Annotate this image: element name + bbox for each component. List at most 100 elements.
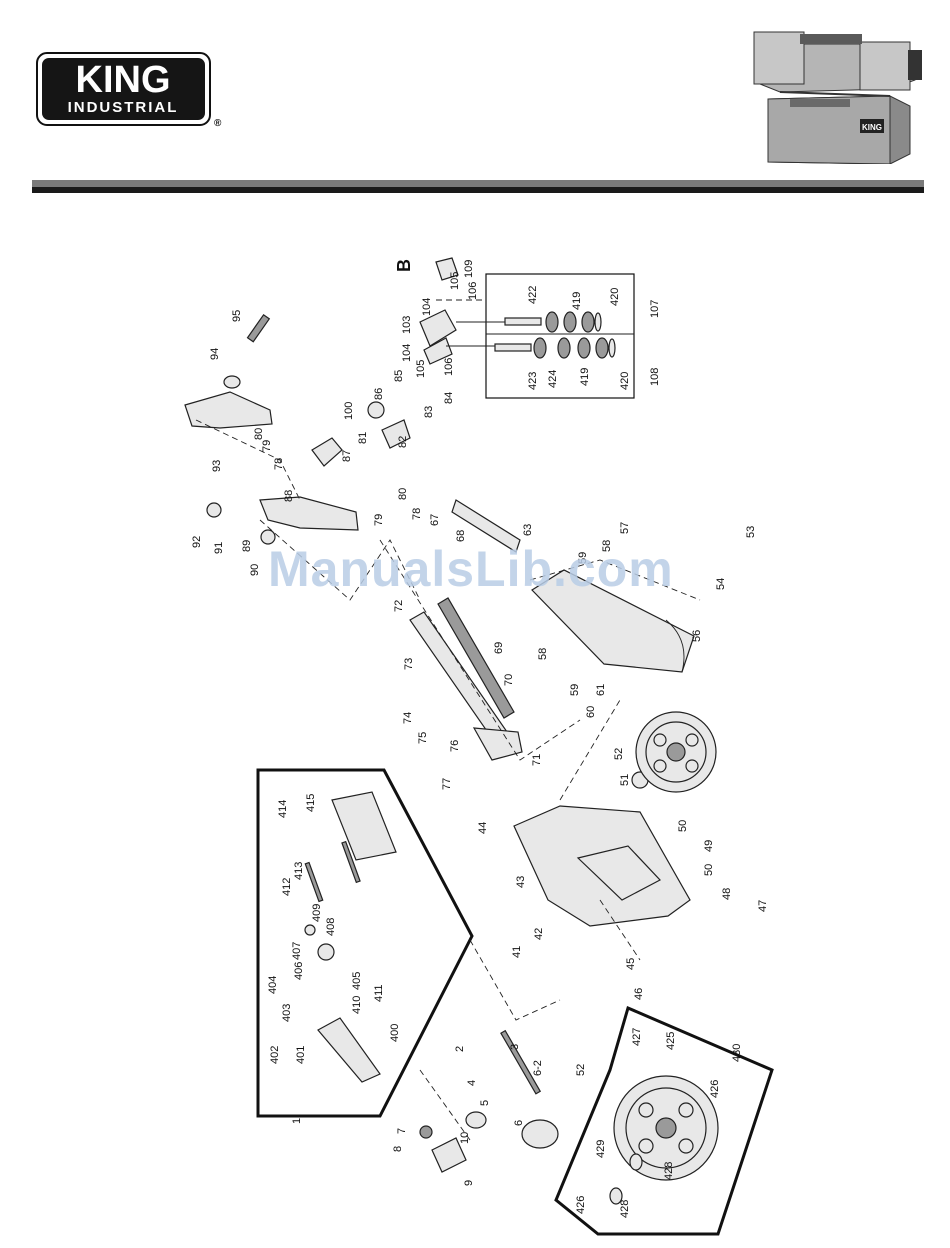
handwheel-assembly bbox=[419, 1029, 559, 1173]
label-83: 83 bbox=[423, 406, 435, 418]
label-106-a: 106 bbox=[467, 282, 479, 300]
label-88: 88 bbox=[283, 490, 295, 502]
label-403: 403 bbox=[281, 1004, 293, 1022]
registered-mark: ® bbox=[214, 118, 222, 129]
label-60: 60 bbox=[585, 706, 597, 718]
label-76: 76 bbox=[449, 740, 461, 752]
label-51: 51 bbox=[619, 774, 631, 786]
label-104-a: 104 bbox=[421, 298, 433, 316]
label-430: 430 bbox=[731, 1044, 743, 1062]
label-400: 400 bbox=[389, 1024, 401, 1042]
label-72: 72 bbox=[393, 600, 405, 612]
label-10: 10 bbox=[459, 1132, 471, 1144]
label-84: 84 bbox=[443, 392, 455, 404]
label-91: 91 bbox=[213, 542, 225, 554]
label-85: 85 bbox=[393, 370, 405, 382]
label-47: 47 bbox=[757, 900, 769, 912]
blade-guide-bar bbox=[409, 597, 523, 761]
label-425: 425 bbox=[665, 1032, 677, 1050]
label-402: 402 bbox=[269, 1046, 281, 1064]
drive-wheel-upper bbox=[635, 711, 717, 793]
vise-assembly bbox=[304, 791, 397, 1083]
label-95: 95 bbox=[231, 310, 243, 322]
label-46: 46 bbox=[633, 988, 645, 1000]
label-413: 413 bbox=[293, 862, 305, 880]
label-411: 411 bbox=[373, 984, 385, 1002]
label-52-b: 52 bbox=[575, 1064, 587, 1076]
label-106-b: 106 bbox=[443, 358, 455, 376]
exploded-parts-diagram: B bbox=[184, 257, 774, 1236]
label-54: 54 bbox=[715, 578, 727, 590]
label-428-a: 428 bbox=[663, 1162, 675, 1180]
label-8: 8 bbox=[392, 1146, 404, 1152]
label-75: 75 bbox=[417, 732, 429, 744]
label-404: 404 bbox=[267, 976, 279, 994]
label-406: 406 bbox=[293, 962, 305, 980]
assembly-leader-lines bbox=[195, 299, 701, 1141]
label-58-b: 58 bbox=[537, 648, 549, 660]
label-4: 4 bbox=[466, 1080, 478, 1086]
label-2: 2 bbox=[454, 1046, 466, 1052]
label-50-a: 50 bbox=[677, 820, 689, 832]
label-48: 48 bbox=[721, 888, 733, 900]
label-108: 108 bbox=[649, 368, 661, 386]
label-69: 69 bbox=[493, 642, 505, 654]
vise-detail-frame bbox=[256, 768, 474, 1118]
label-50-b: 50 bbox=[703, 864, 715, 876]
label-428-b: 428 bbox=[619, 1200, 631, 1218]
label-109: 109 bbox=[463, 260, 475, 278]
label-63: 63 bbox=[522, 524, 534, 536]
label-5: 5 bbox=[479, 1100, 491, 1106]
label-426-a: 426 bbox=[709, 1080, 721, 1098]
label-59-a: 59 bbox=[577, 552, 589, 564]
label-419-b: 419 bbox=[579, 368, 591, 386]
label-410: 410 bbox=[351, 996, 363, 1014]
label-100: 100 bbox=[343, 402, 355, 420]
label-74: 74 bbox=[402, 712, 414, 724]
label-56: 56 bbox=[691, 630, 703, 642]
label-58-a: 58 bbox=[601, 540, 613, 552]
bearing-box-outline bbox=[485, 273, 635, 399]
label-45: 45 bbox=[625, 958, 637, 970]
machine-badge-text: KING bbox=[862, 123, 882, 132]
label-105-a: 105 bbox=[449, 272, 461, 290]
bandsaw-product-photo: KING bbox=[740, 14, 922, 164]
logo-word-king: KING bbox=[76, 59, 171, 101]
label-89: 89 bbox=[241, 540, 253, 552]
label-79-b: 79 bbox=[373, 514, 385, 526]
saw-base-casting bbox=[513, 771, 691, 927]
drive-wheel-lower bbox=[609, 1075, 719, 1205]
label-419-a: 419 bbox=[571, 292, 583, 310]
label-94: 94 bbox=[209, 348, 221, 360]
header-rule bbox=[32, 180, 924, 194]
label-80-a: 80 bbox=[253, 428, 265, 440]
label-6: 6 bbox=[513, 1120, 525, 1126]
bearing-shaft-assembly bbox=[419, 257, 616, 365]
label-78-a: 78 bbox=[273, 458, 285, 470]
label-82: 82 bbox=[397, 436, 409, 448]
label-77: 77 bbox=[441, 778, 453, 790]
label-3: 3 bbox=[509, 1044, 521, 1050]
wheel-detail-frame bbox=[554, 1005, 774, 1236]
label-426-b: 426 bbox=[575, 1196, 587, 1214]
label-67: 67 bbox=[429, 514, 441, 526]
part-labels: 1 2 3 4 5 6 6-2 7 8 9 10 41 42 43 44 45 … bbox=[191, 260, 769, 1218]
label-57: 57 bbox=[619, 522, 631, 534]
label-409: 409 bbox=[311, 904, 323, 922]
label-53: 53 bbox=[745, 526, 757, 538]
label-422: 422 bbox=[527, 286, 539, 304]
label-7: 7 bbox=[396, 1128, 408, 1134]
king-industrial-logo: KING INDUSTRIAL bbox=[36, 52, 211, 126]
label-49: 49 bbox=[703, 840, 715, 852]
label-429: 429 bbox=[595, 1140, 607, 1158]
label-79-a: 79 bbox=[261, 440, 273, 452]
label-93: 93 bbox=[211, 460, 223, 472]
label-71: 71 bbox=[531, 754, 543, 766]
label-420-a: 420 bbox=[609, 288, 621, 306]
section-marker-b: B bbox=[394, 259, 414, 272]
label-41: 41 bbox=[511, 946, 523, 958]
label-423: 423 bbox=[527, 372, 539, 390]
label-52-a: 52 bbox=[613, 748, 625, 760]
label-70: 70 bbox=[503, 674, 515, 686]
label-90: 90 bbox=[249, 564, 261, 576]
